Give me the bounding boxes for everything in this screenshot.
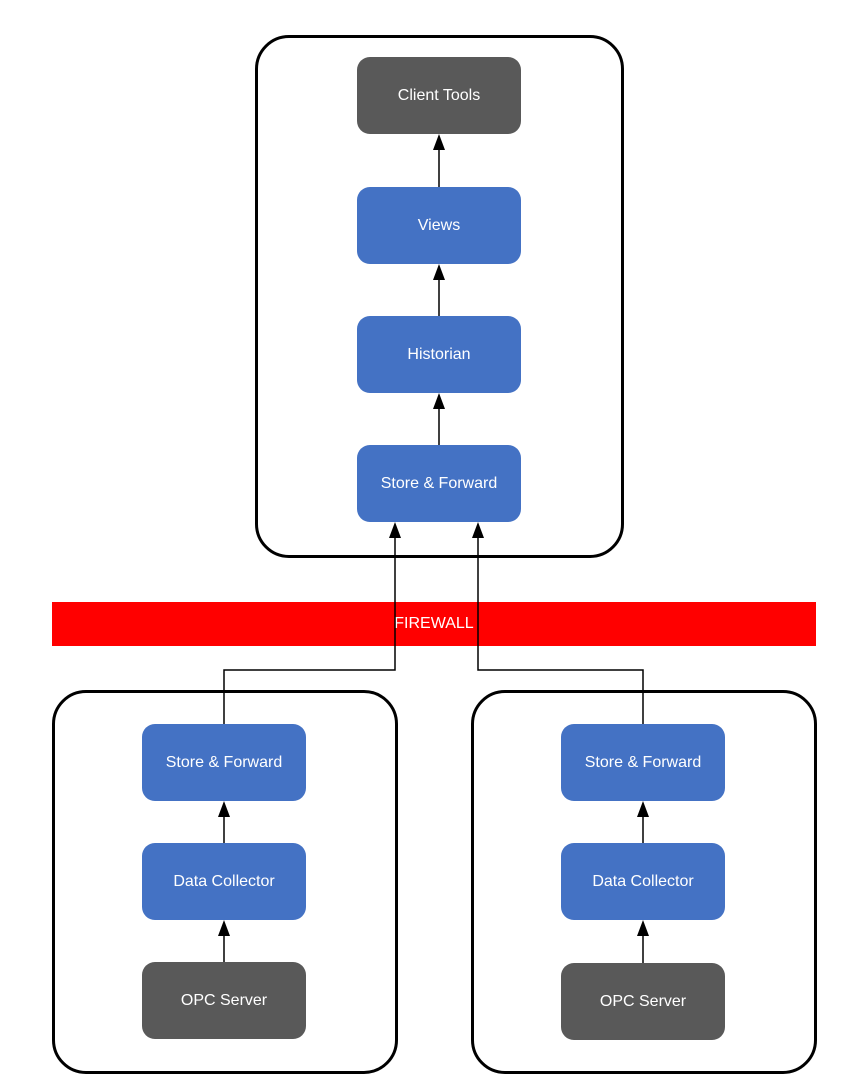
left-store-forward-label: Store & Forward bbox=[165, 753, 283, 771]
left-data-collector-box[interactable]: Data Collector bbox=[142, 843, 306, 920]
client-tools-box[interactable]: Client Tools bbox=[357, 57, 521, 134]
firewall-band: FIREWALL bbox=[52, 602, 816, 646]
right-opc-server-box[interactable]: OPC Server bbox=[561, 963, 725, 1040]
left-opc-server-label: OPC Server bbox=[180, 991, 268, 1009]
central-store-forward-box[interactable]: Store & Forward bbox=[357, 445, 521, 522]
right-data-collector-box[interactable]: Data Collector bbox=[561, 843, 725, 920]
right-opc-server-label: OPC Server bbox=[599, 992, 687, 1010]
firewall-label: FIREWALL bbox=[394, 615, 474, 632]
central-store-forward-label: Store & Forward bbox=[380, 474, 498, 492]
historian-label: Historian bbox=[407, 345, 471, 363]
right-store-forward-label: Store & Forward bbox=[584, 753, 702, 771]
historian-box[interactable]: Historian bbox=[357, 316, 521, 393]
right-data-collector-label: Data Collector bbox=[592, 872, 694, 890]
views-label: Views bbox=[417, 216, 461, 234]
client-tools-label: Client Tools bbox=[397, 86, 481, 104]
views-box[interactable]: Views bbox=[357, 187, 521, 264]
left-opc-server-box[interactable]: OPC Server bbox=[142, 962, 306, 1039]
left-data-collector-label: Data Collector bbox=[173, 872, 275, 890]
right-store-forward-box[interactable]: Store & Forward bbox=[561, 724, 725, 801]
left-store-forward-box[interactable]: Store & Forward bbox=[142, 724, 306, 801]
